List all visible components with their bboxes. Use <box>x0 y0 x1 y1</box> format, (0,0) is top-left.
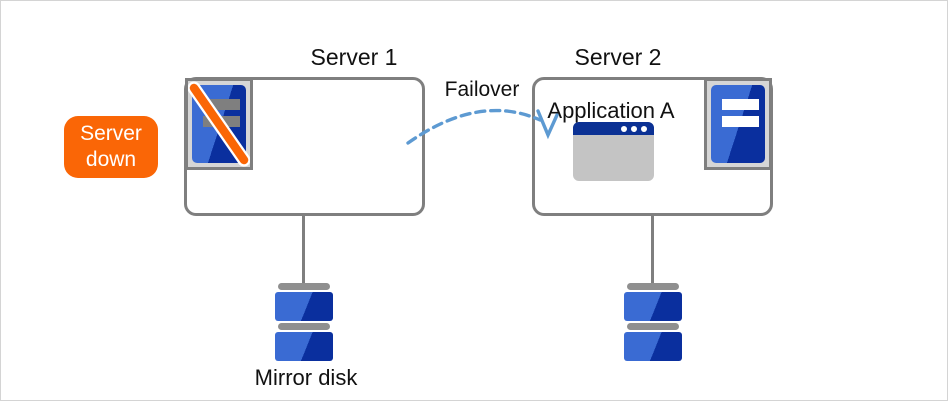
app-window-titlebar <box>573 122 654 135</box>
disk-cap <box>627 323 679 330</box>
mirror-disk-icon-server2 <box>624 283 682 363</box>
disk-cap <box>278 283 330 290</box>
server2-disk-connector <box>651 215 654 284</box>
failover-arrow-icon <box>406 108 559 145</box>
server1-title: Server 1 <box>310 44 398 70</box>
titlebar-dot-icon <box>621 125 627 132</box>
server-tower-icon <box>711 85 765 163</box>
failover-label: Failover <box>444 78 520 101</box>
disk-platter <box>275 292 333 321</box>
disk-platter <box>624 292 682 321</box>
tower-slot-icon <box>722 99 759 110</box>
server2-title: Server 2 <box>574 44 662 70</box>
server-down-badge-line1: Server <box>80 122 142 145</box>
disk-platter <box>624 332 682 361</box>
down-slash-icon <box>188 81 250 167</box>
mirror-disk-icon-server1 <box>275 283 333 363</box>
disk-cap <box>627 283 679 290</box>
server-down-badge: Server down <box>64 116 158 178</box>
application-label: Application A <box>547 98 675 123</box>
server2-server-icon <box>704 78 772 170</box>
server1-crossed-server-icon <box>185 78 253 170</box>
tower-slot-icon <box>722 116 759 127</box>
titlebar-dot-icon <box>641 125 647 132</box>
server-down-badge-line2: down <box>85 148 137 171</box>
server1-disk-connector <box>302 215 305 284</box>
disk-cap <box>278 323 330 330</box>
app-window-icon <box>573 122 654 181</box>
titlebar-dot-icon <box>631 125 637 132</box>
disk-platter <box>275 332 333 361</box>
mirror-disk-label: Mirror disk <box>254 365 358 390</box>
tower-slot-icon <box>203 99 240 110</box>
